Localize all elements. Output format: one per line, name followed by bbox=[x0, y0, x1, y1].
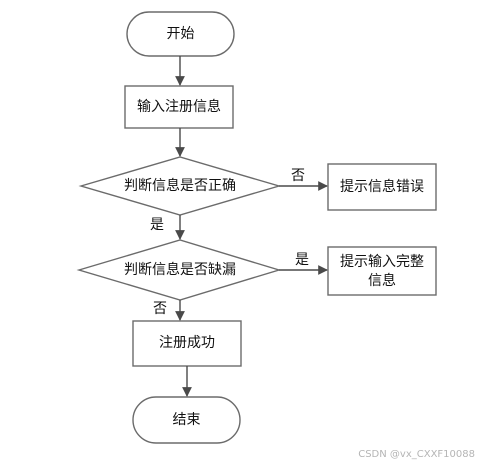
edge-label-correct-no: 否 bbox=[291, 168, 305, 184]
end-terminator bbox=[132, 396, 241, 444]
complete-prompt-box bbox=[327, 246, 437, 296]
input-registration-box bbox=[124, 85, 234, 129]
check-missing-decision bbox=[76, 239, 282, 301]
error-prompt-box bbox=[327, 163, 437, 211]
start-terminator bbox=[126, 11, 235, 57]
register-success-box bbox=[132, 320, 242, 367]
check-correct-decision bbox=[78, 156, 282, 216]
watermark-text: CSDN @vx_CXXF10088 bbox=[358, 449, 475, 460]
edge-label-missing-yes: 是 bbox=[295, 252, 309, 268]
edge-label-correct-yes: 是 bbox=[150, 217, 164, 233]
edge-label-missing-no: 否 bbox=[153, 301, 167, 317]
